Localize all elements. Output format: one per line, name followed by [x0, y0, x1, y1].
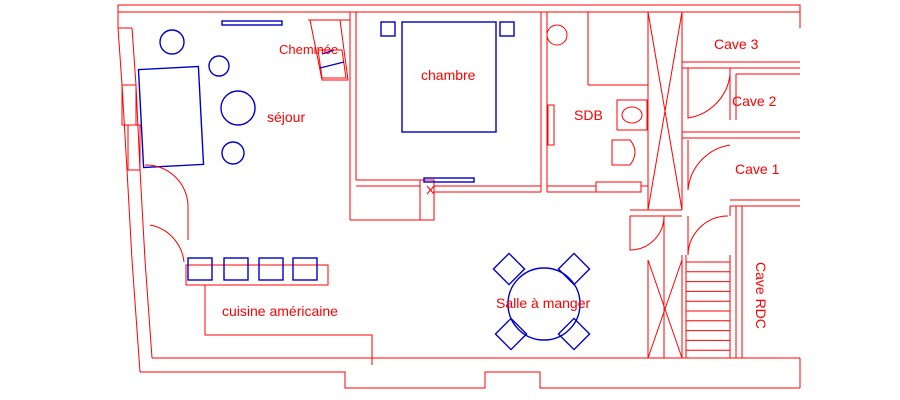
kitchen: [144, 164, 373, 365]
sofa: [137, 65, 205, 169]
label-salle-a-manger: Salle à manger: [496, 295, 591, 311]
corridor: [629, 11, 729, 359]
room-labels: Cheminée séjour chambre SDB Cave 3 Cave …: [222, 36, 780, 329]
round-table: [220, 90, 256, 126]
staircase: [681, 255, 731, 358]
dining-chair-bottom-right: [557, 317, 591, 351]
outer-walls: [117, 4, 801, 389]
bedroom: [349, 12, 548, 221]
cellars: [682, 61, 800, 358]
stool-2: [208, 55, 230, 77]
dining-table: [507, 267, 581, 341]
bathroom: [546, 12, 648, 193]
dining-room: [492, 252, 591, 351]
living-room: [137, 19, 350, 169]
fireplace-tool-1: [319, 61, 345, 69]
nightstand-left: [380, 21, 396, 37]
stool-1: [159, 29, 185, 55]
label-cave-rdc: Cave RDC: [753, 262, 769, 329]
label-chambre: chambre: [421, 67, 476, 83]
dining-chair-bottom-left: [494, 317, 528, 351]
label-cheminee: Cheminée: [279, 42, 338, 57]
label-cuisine: cuisine américaine: [222, 303, 338, 319]
bar-stool-1: [187, 257, 213, 281]
label-cave3: Cave 3: [714, 36, 759, 52]
label-sdb: SDB: [574, 107, 603, 123]
stool-3: [221, 141, 245, 165]
label-cave1: Cave 1: [735, 161, 780, 177]
bedroom-window: [423, 177, 475, 183]
window: [221, 20, 283, 26]
nightstand-right: [499, 21, 515, 37]
bar-stool-3: [258, 257, 284, 281]
dining-chair-top-right: [557, 252, 591, 286]
label-cave2: Cave 2: [732, 93, 777, 109]
bed: [401, 21, 497, 133]
bar-stool-2: [223, 257, 249, 281]
bar-stool-4: [292, 257, 318, 281]
label-sejour: séjour: [267, 109, 305, 125]
fireplace-tool-2: [321, 49, 335, 55]
dining-chair-top-left: [492, 252, 526, 286]
